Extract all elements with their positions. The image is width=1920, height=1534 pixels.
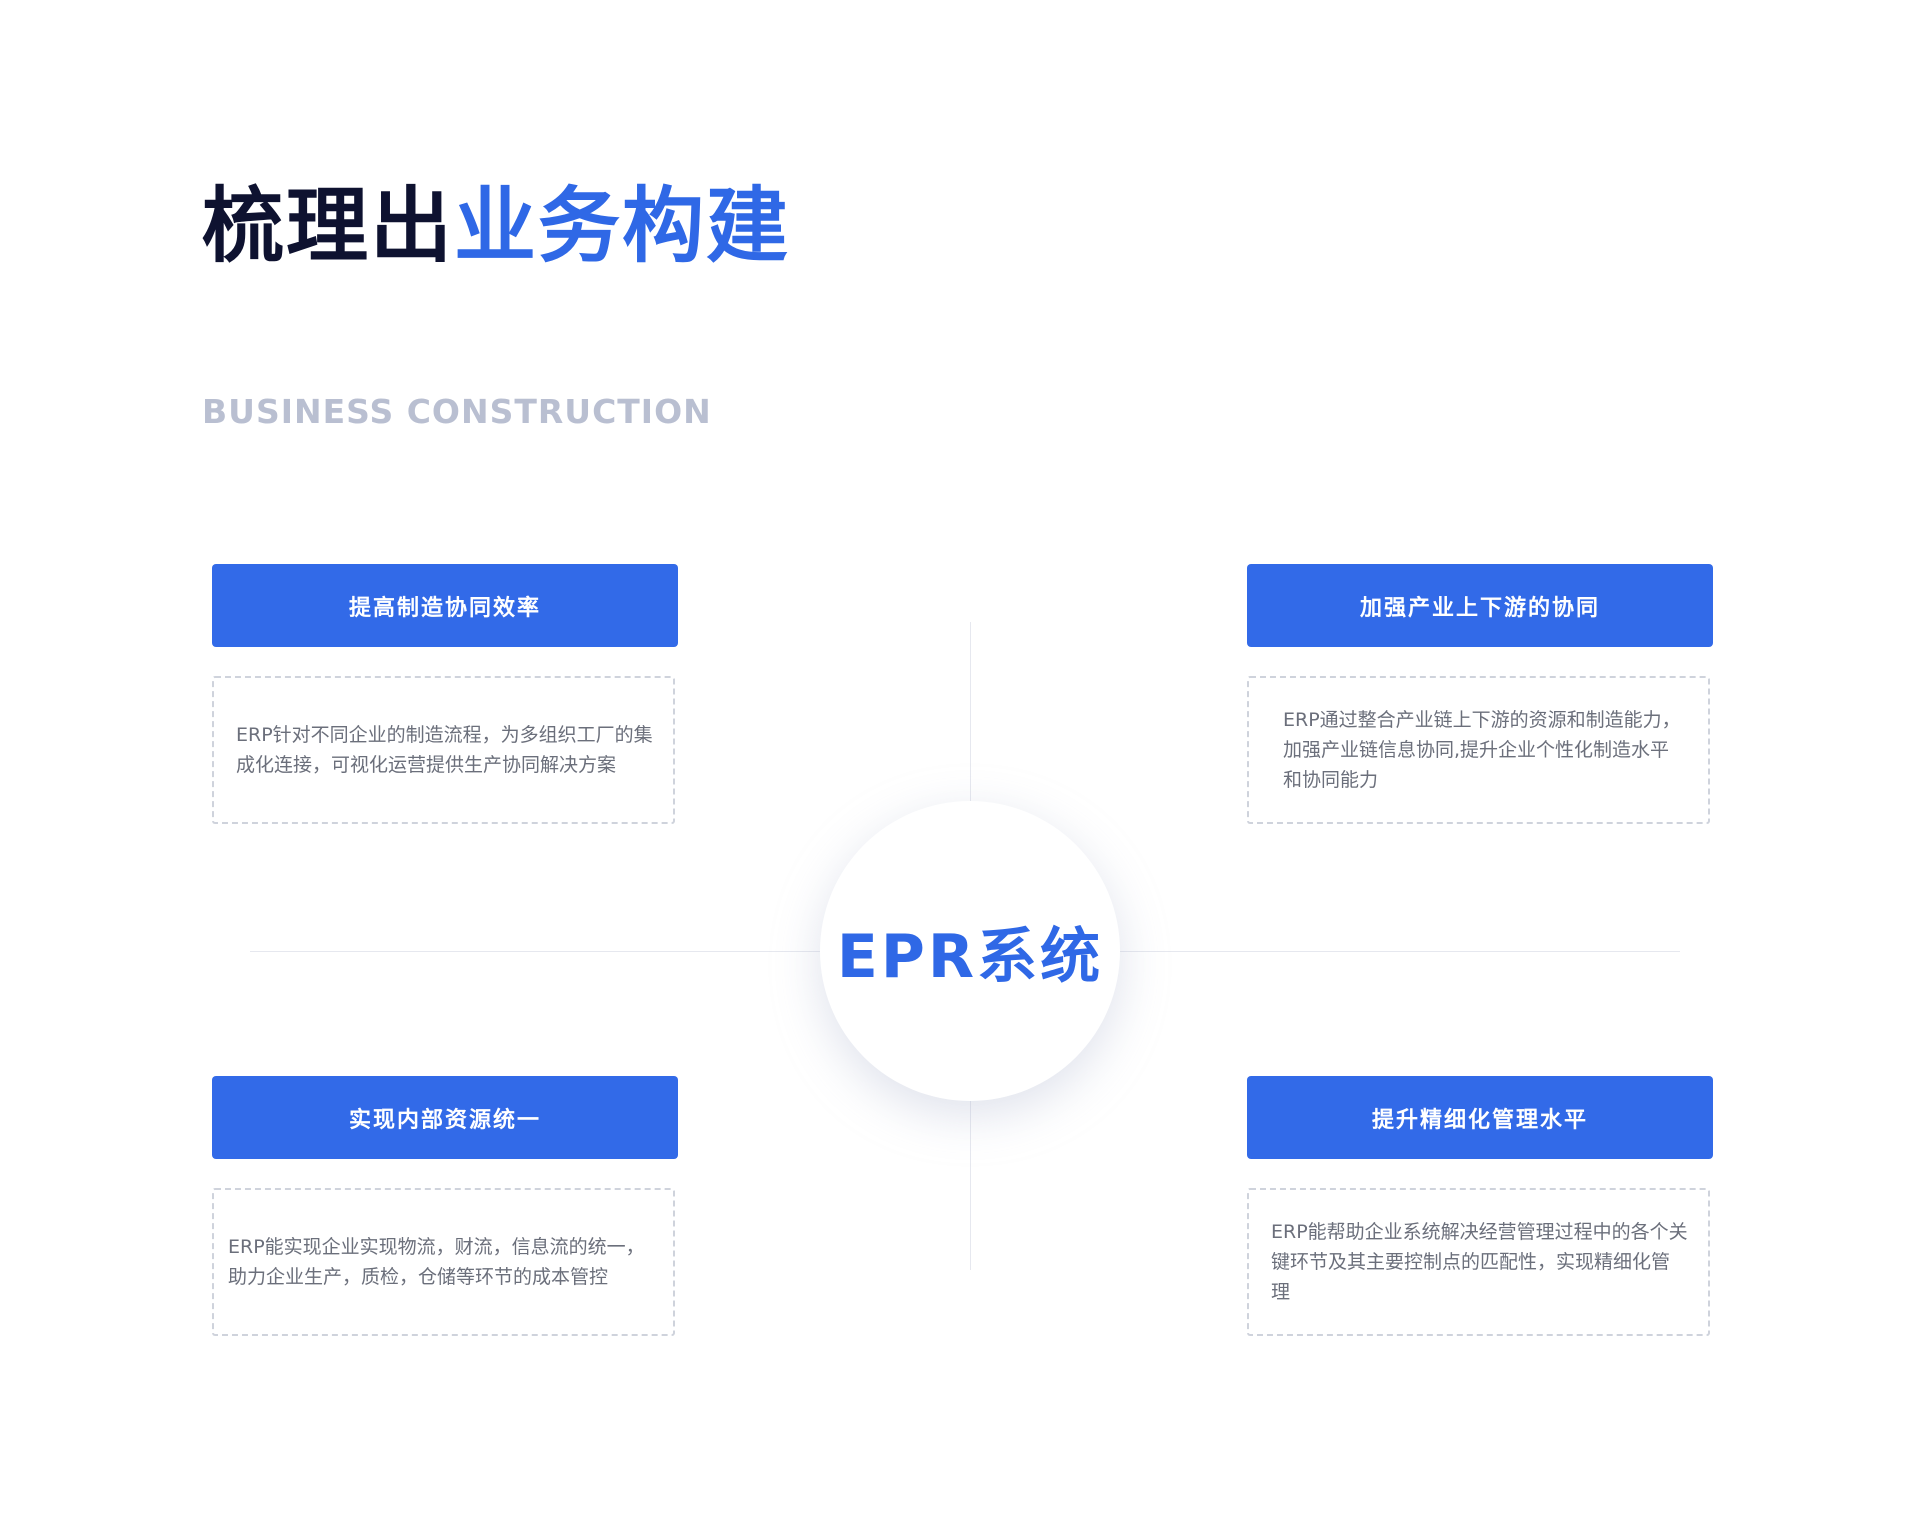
quadrant-title-internal-resource-unification[interactable]: 实现内部资源统一 (212, 1076, 678, 1159)
quadrant-desc-refined-management: ERP能帮助企业系统解决经营管理过程中的各个关键环节及其主要控制点的匹配性，实现… (1271, 1221, 1688, 1303)
quadrant-desc-internal-resource-unification: ERP能实现企业实现物流，财流，信息流的统一，助力企业生产，质检，仓储等环节的成… (228, 1236, 645, 1288)
quadrant-desc-manufacturing-collaboration: ERP针对不同企业的制造流程，为多组织工厂的集成化连接，可视化运营提供生产协同解… (236, 724, 653, 776)
quadrant-title-supply-chain-collaboration[interactable]: 加强产业上下游的协同 (1247, 564, 1713, 647)
quadrant-desc-box-refined-management: ERP能帮助企业系统解决经营管理过程中的各个关键环节及其主要控制点的匹配性，实现… (1247, 1188, 1710, 1336)
page-title-dark: 梳理出 (202, 179, 455, 274)
quadrant-desc-box-supply-chain-collaboration: ERP通过整合产业链上下游的资源和制造能力，加强产业链信息协同,提升企业个性化制… (1247, 676, 1710, 824)
center-node-label: EPR系统 (836, 921, 1104, 992)
quadrant-title-refined-management[interactable]: 提升精细化管理水平 (1247, 1076, 1713, 1159)
page-subtitle: BUSINESS CONSTRUCTION (202, 392, 712, 431)
quadrant-desc-supply-chain-collaboration: ERP通过整合产业链上下游的资源和制造能力，加强产业链信息协同,提升企业个性化制… (1283, 709, 1681, 791)
page-title: 梳理出业务构建 (202, 179, 791, 274)
quadrant-title-manufacturing-collaboration[interactable]: 提高制造协同效率 (212, 564, 678, 647)
quadrant-desc-box-manufacturing-collaboration: ERP针对不同企业的制造流程，为多组织工厂的集成化连接，可视化运营提供生产协同解… (212, 676, 675, 824)
quadrant-desc-box-internal-resource-unification: ERP能实现企业实现物流，财流，信息流的统一，助力企业生产，质检，仓储等环节的成… (212, 1188, 675, 1336)
center-node: EPR系统 (820, 801, 1120, 1101)
page-title-highlight: 业务构建 (454, 179, 791, 274)
